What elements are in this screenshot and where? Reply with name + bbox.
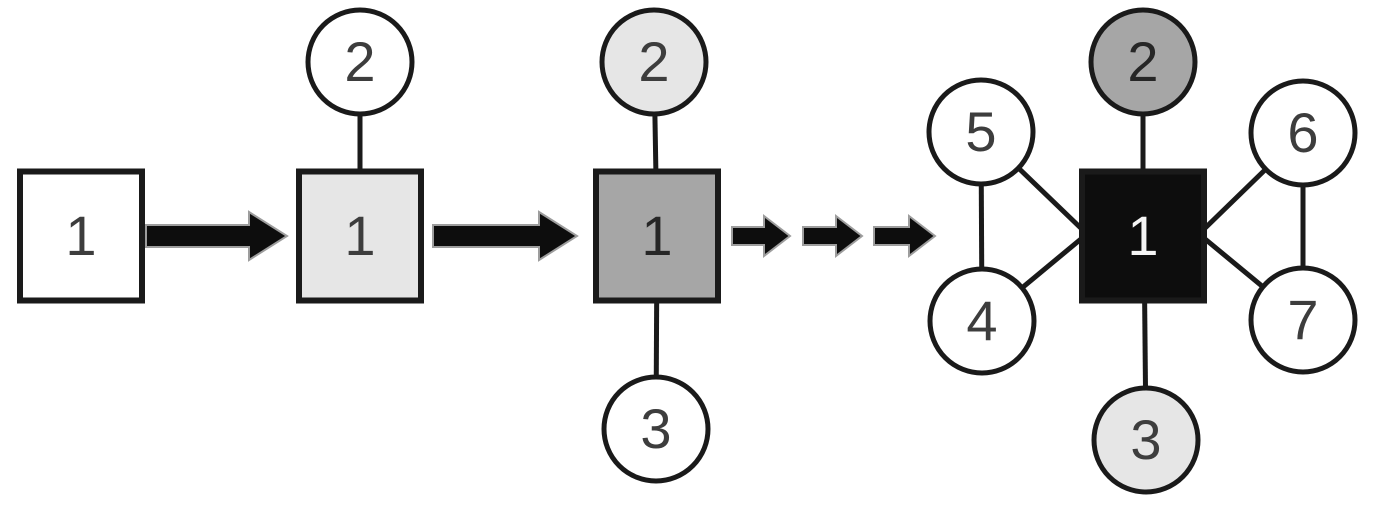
node-label-1: 1 [65, 204, 96, 267]
stage-3: 1 2 3 [593, 7, 721, 484]
node-label-1: 1 [641, 204, 672, 267]
node-square-1 [17, 168, 145, 304]
node-square-1 [593, 168, 721, 304]
node-circle-2 [599, 7, 709, 117]
stage-1: 1 [17, 168, 145, 304]
growth-arrow-small [802, 213, 864, 259]
node-circle-7 [1248, 265, 1358, 375]
node-label-2: 2 [344, 30, 375, 93]
growth-arrow-large [432, 210, 579, 262]
node-circle-3 [601, 374, 711, 484]
node-square-1 [296, 168, 424, 304]
stage-2: 12 [296, 7, 424, 304]
node-label-4: 4 [966, 289, 997, 352]
node-label-1: 1 [344, 204, 375, 267]
node-label-7: 7 [1287, 288, 1318, 351]
node-label-3: 3 [640, 397, 671, 460]
node-circle-3 [1091, 385, 1201, 495]
node-label-6: 6 [1287, 101, 1318, 164]
node-circle-6 [1248, 78, 1358, 188]
node-circle-2 [1088, 7, 1198, 117]
node-label-1: 1 [1127, 204, 1158, 267]
node-label-2: 2 [1127, 30, 1158, 93]
node-label-3: 3 [1130, 408, 1161, 471]
node-circle-2 [305, 7, 415, 117]
node-circle-5 [926, 77, 1036, 187]
stage-4: 1 2 3 4 5 6 7 [926, 7, 1358, 495]
growth-arrow-large [145, 210, 289, 262]
growth-arrow-small [873, 213, 937, 259]
node-square-1 [1079, 168, 1207, 304]
node-label-2: 2 [638, 30, 669, 93]
growth-arrow-small [731, 213, 792, 259]
node-label-5: 5 [965, 100, 996, 163]
node-circle-4 [927, 266, 1037, 376]
